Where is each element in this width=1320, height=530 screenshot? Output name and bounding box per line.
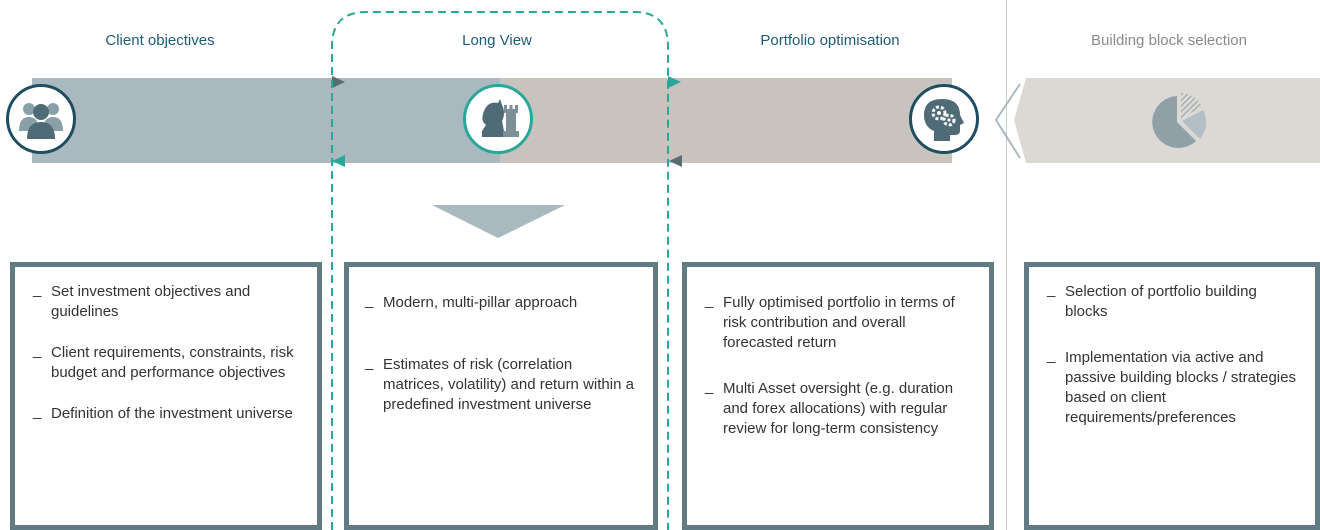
band-longview-optimisation (500, 78, 952, 163)
arrow-left-icon (669, 155, 682, 167)
chess-pieces-icon (463, 84, 533, 154)
bullet-item: Estimates of risk (correlation matrices,… (365, 353, 637, 415)
band-client-longview (32, 78, 500, 163)
chevron-left-icon (994, 83, 1021, 159)
bullet-item: Client requirements, constraints, risk b… (33, 341, 303, 383)
bullet-item: Implementation via active and passive bu… (1047, 346, 1303, 428)
box-portfolio-optimisation: Fully optimised portfolio in terms of ri… (682, 262, 994, 530)
bullet-item: Fully optimised portfolio in terms of ri… (705, 291, 975, 353)
box-building-block-selection: Selection of portfolio building blocks I… (1024, 262, 1320, 530)
bullet-item: Definition of the investment universe (33, 402, 303, 424)
bullet-item: Selection of portfolio building blocks (1047, 280, 1303, 322)
bullet-item: Set investment objectives and guidelines (33, 280, 303, 322)
pie-chart-icon (1152, 93, 1207, 148)
header-building-block-selection: Building block selection (1091, 32, 1247, 49)
down-triangle-icon (432, 205, 565, 238)
box-client-objectives: Set investment objectives and guidelines… (10, 262, 322, 530)
box-long-view: Modern, multi-pillar approach Estimates … (344, 262, 658, 530)
head-gears-icon (909, 84, 979, 154)
people-group-icon (6, 84, 76, 154)
header-client-objectives: Client objectives (105, 32, 215, 49)
bullet-item: Modern, multi-pillar approach (365, 291, 637, 313)
bullet-item: Multi Asset oversight (e.g. duration and… (705, 377, 975, 439)
section-divider (1006, 0, 1007, 530)
arrow-right-icon (668, 76, 681, 88)
header-portfolio-optimisation: Portfolio optimisation (760, 32, 900, 49)
